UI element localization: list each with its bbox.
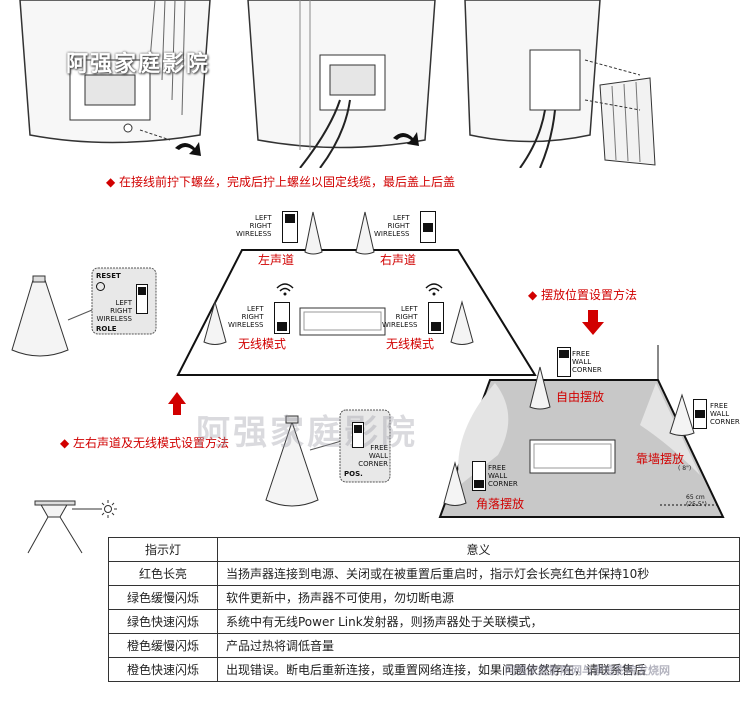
table-cell-meaning: 系统中有无线Power Link发射器，则扬声器处于关联模式， xyxy=(217,609,740,634)
table-row: 红色长亮 当扬声器连接到电源、关闭或在被重置后重启时，指示灯会长亮红色并保持10… xyxy=(108,561,740,586)
label-left: LEFT xyxy=(115,299,132,307)
speaker-side-left xyxy=(11,275,93,357)
switch-left-channel-labels: LEFT RIGHT WIRELESS xyxy=(236,214,271,238)
caption-channel: ◆ 左右声道及无线模式设置方法 xyxy=(60,436,230,450)
reset-icon xyxy=(96,282,105,291)
table-cell-light: 橙色快速闪烁 xyxy=(108,657,218,682)
label-wireless: WIRELESS xyxy=(96,315,132,323)
switch-free xyxy=(557,347,571,377)
switch-right-channel xyxy=(420,211,436,243)
label-wall: WALL xyxy=(572,358,592,366)
label-wireless: WIRELESS xyxy=(228,321,264,329)
dimension-d1b: (25.5") xyxy=(686,501,707,508)
table-row: 绿色缓慢闪烁 软件更新中，扬声器不可使用，勿切断电源 xyxy=(108,585,740,610)
channel-room-diagram xyxy=(11,211,537,507)
label-wireless: WIRELESS xyxy=(382,321,418,329)
indicator-table: 指示灯 意义 红色长亮 当扬声器连接到电源、关闭或在被重置后重启时，指示灯会长亮… xyxy=(108,537,740,682)
switch-free-labels: FREE WALL CORNER xyxy=(572,350,602,374)
label-pos: POS. xyxy=(344,470,363,478)
label-wall: WALL xyxy=(710,410,730,418)
label-right: RIGHT xyxy=(395,313,418,321)
label-left: LEFT xyxy=(254,214,272,222)
speaker-back-screw-image-2 xyxy=(247,0,436,168)
arrow-down-icon xyxy=(582,310,604,335)
watermark-top: 阿强家庭影院 xyxy=(66,52,211,77)
switch-wireless-right-labels: LEFT RIGHT WIRELESS xyxy=(382,305,417,329)
label-wireless-left: 无线模式 xyxy=(238,337,287,351)
watermark-middle: 阿强家庭影院 xyxy=(196,413,418,453)
arrow-up-icon xyxy=(168,392,186,415)
label-corner: CORNER xyxy=(488,480,518,488)
dimension-d1: 65 cm xyxy=(686,494,705,501)
label-corner-placement: 角落摆放 xyxy=(476,497,525,511)
switch-corner-labels: FREE WALL CORNER xyxy=(488,464,518,488)
label-reset: RESET xyxy=(96,272,121,280)
pos-panel: FREE WALL CORNER POS. xyxy=(344,422,388,478)
label-wall: WALL xyxy=(488,472,508,480)
table-cell-meaning: 出现错误。断电后重新连接，或重置网络连接，如果问题依然存在，请联系售后 xyxy=(217,657,740,682)
table-cell-light: 绿色缓慢闪烁 xyxy=(108,585,218,610)
switch-left-channel xyxy=(282,211,298,243)
dimension-label-2: ( 8") xyxy=(678,465,692,472)
label-right: RIGHT xyxy=(249,222,272,230)
label-right: RIGHT xyxy=(241,313,264,321)
switch-wireless-right xyxy=(428,302,444,334)
label-role: ROLE xyxy=(96,325,117,333)
caption-placement: ◆ 摆放位置设置方法 xyxy=(528,288,638,302)
table-cell-light: 绿色快速闪烁 xyxy=(108,609,218,634)
switch-wireless-left-labels: LEFT RIGHT WIRELESS xyxy=(228,305,263,329)
table-row: 橙色快速闪烁 出现错误。断电后重新连接，或重置网络连接，如果问题依然存在，请联系… xyxy=(108,657,740,682)
watermark-bottom: 阿强家庭影院网与家庭影院发烧网 xyxy=(505,664,670,677)
speaker-back-screw-image-1 xyxy=(19,0,211,156)
placement-room-diagram xyxy=(438,310,725,518)
dimension-label-1: 65 cm (25.5") xyxy=(686,494,707,508)
label-wireless-right: 无线模式 xyxy=(386,337,435,351)
label-left: LEFT xyxy=(392,214,410,222)
label-corner: CORNER xyxy=(358,460,388,468)
switch-wall xyxy=(693,399,707,429)
switch-wireless-left xyxy=(274,302,290,334)
table-cell-light: 橙色缓慢闪烁 xyxy=(108,633,218,658)
table-cell-meaning: 软件更新中，扬声器不可使用，勿切断电源 xyxy=(217,585,740,610)
switch-right-channel-labels: LEFT RIGHT WIRELESS xyxy=(374,214,409,238)
role-panel: RESET LEFT RIGHT WIRELESS ROLE xyxy=(96,272,154,333)
label-left: LEFT xyxy=(400,305,418,313)
caption-screw: ◆ 在接线前拧下螺丝，完成后拧上螺丝以固定线缆，最后盖上后盖 xyxy=(106,175,456,189)
label-right: RIGHT xyxy=(110,307,132,315)
table-cell-meaning: 当扬声器连接到电源、关闭或在被重置后重启时，指示灯会长亮红色并保持10秒 xyxy=(217,561,740,586)
speaker-tall-middle xyxy=(265,415,346,507)
label-free: FREE xyxy=(370,444,388,452)
table-row: 绿色快速闪烁 系统中有无线Power Link发射器，则扬声器处于关联模式， xyxy=(108,609,740,634)
label-corner: CORNER xyxy=(710,418,740,426)
indicator-light-diagram xyxy=(27,500,117,554)
label-wireless: WIRELESS xyxy=(374,230,410,238)
label-free: FREE xyxy=(488,464,506,472)
label-left: LEFT xyxy=(246,305,264,313)
label-left-channel: 左声道 xyxy=(258,253,295,267)
label-wireless: WIRELESS xyxy=(236,230,272,238)
speaker-back-cover-image xyxy=(464,0,656,168)
table-header-meaning: 意义 xyxy=(217,537,740,562)
table-cell-light: 红色长亮 xyxy=(108,561,218,586)
label-right: RIGHT xyxy=(387,222,410,230)
switch-pos xyxy=(352,422,364,448)
light-sun-icon xyxy=(99,500,117,518)
wireless-icon-right xyxy=(425,283,443,296)
wireless-icon-left xyxy=(276,283,294,296)
top-installation-images xyxy=(19,0,656,168)
switch-corner xyxy=(472,461,486,491)
label-free: FREE xyxy=(572,350,590,358)
label-corner: CORNER xyxy=(572,366,602,374)
label-free-placement: 自由摆放 xyxy=(556,390,605,404)
switch-role xyxy=(136,284,148,314)
table-header-light: 指示灯 xyxy=(108,537,218,562)
label-right-channel: 右声道 xyxy=(380,253,417,267)
label-wall-placement: 靠墙摆放 xyxy=(636,452,685,466)
table-cell-meaning: 产品过热将调低音量 xyxy=(217,633,740,658)
table-header-row: 指示灯 意义 xyxy=(108,537,740,562)
switch-wall-labels: FREE WALL CORNER xyxy=(710,402,740,426)
table-row: 橙色缓慢闪烁 产品过热将调低音量 xyxy=(108,633,740,658)
label-free: FREE xyxy=(710,402,728,410)
label-wall: WALL xyxy=(368,452,388,460)
